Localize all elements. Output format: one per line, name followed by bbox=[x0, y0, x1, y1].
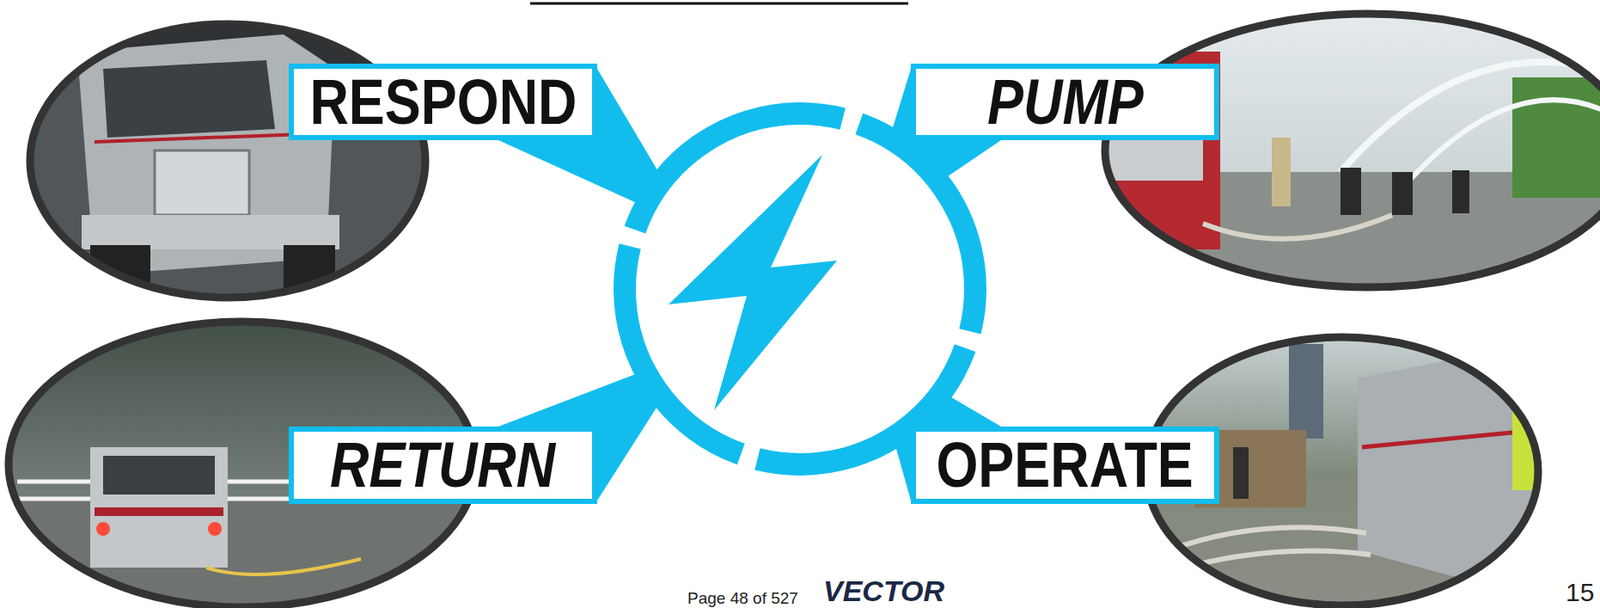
wheel bbox=[90, 244, 151, 297]
stripe bbox=[1361, 429, 1539, 447]
wet-road bbox=[0, 498, 490, 608]
photo-bg bbox=[1099, 0, 1600, 310]
firefighter bbox=[1392, 171, 1413, 215]
stage-label: PUMP bbox=[987, 70, 1144, 135]
windshield bbox=[103, 60, 275, 138]
windshield bbox=[103, 455, 215, 495]
firefighter bbox=[1452, 170, 1470, 214]
photo-pump bbox=[1099, 0, 1600, 310]
page-number: 15 bbox=[1565, 579, 1594, 605]
water-stream bbox=[1409, 99, 1600, 181]
light bbox=[96, 521, 110, 536]
cycle-ring bbox=[624, 113, 976, 465]
label-box: RESPOND bbox=[288, 63, 598, 141]
stage-label: RESPOND bbox=[309, 70, 577, 135]
engine-side bbox=[1357, 343, 1547, 602]
hose bbox=[1203, 214, 1393, 239]
grille bbox=[154, 150, 250, 215]
stripe bbox=[94, 506, 224, 516]
water-stream bbox=[1340, 61, 1599, 172]
hose bbox=[1168, 526, 1367, 550]
stage-label: OPERATE bbox=[936, 433, 1194, 497]
stage-label: RETURN bbox=[329, 433, 556, 497]
road-line bbox=[206, 558, 361, 575]
photo-respond bbox=[0, 0, 447, 310]
label-box: RETURN bbox=[288, 426, 598, 504]
building bbox=[1288, 343, 1324, 439]
page-footer: Page 48 of 527 bbox=[687, 589, 799, 606]
photo-frame bbox=[1105, 13, 1600, 288]
photo-bg bbox=[0, 0, 447, 310]
firefighter bbox=[1271, 137, 1291, 207]
bumper bbox=[81, 214, 340, 250]
firefighter bbox=[1233, 446, 1249, 499]
firefighter bbox=[1340, 167, 1362, 215]
trees bbox=[1512, 77, 1600, 198]
lightning-bolt bbox=[668, 154, 837, 410]
light bbox=[207, 521, 222, 536]
logo-text: VECTOR bbox=[823, 575, 945, 605]
heading-rule bbox=[530, 2, 909, 6]
engine-front bbox=[90, 446, 228, 568]
cycle-disc bbox=[624, 113, 976, 465]
label-box: PUMP bbox=[910, 63, 1220, 141]
label-box: OPERATE bbox=[910, 426, 1220, 504]
